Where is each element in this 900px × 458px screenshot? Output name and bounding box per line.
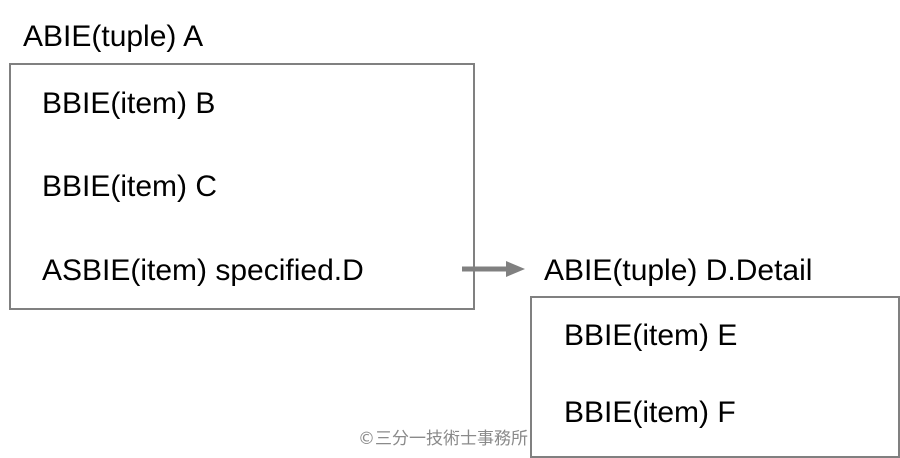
bbie-c: BBIE(item) C (42, 170, 218, 203)
abie-d-detail-title: ABIE(tuple) D.Detail (544, 254, 813, 287)
arrow-head (506, 261, 525, 277)
bbie-e: BBIE(item) E (564, 319, 738, 352)
bbie-f: BBIE(item) F (564, 396, 736, 429)
asbie-specified-d: ASBIE(item) specified.D (42, 254, 364, 287)
abie-a-title: ABIE(tuple) A (23, 20, 204, 53)
abie-a-box (9, 63, 475, 310)
arrow-icon (462, 261, 525, 277)
watermark: ©三分一技術士事務所 (358, 429, 528, 449)
bbie-b: BBIE(item) B (42, 87, 216, 120)
